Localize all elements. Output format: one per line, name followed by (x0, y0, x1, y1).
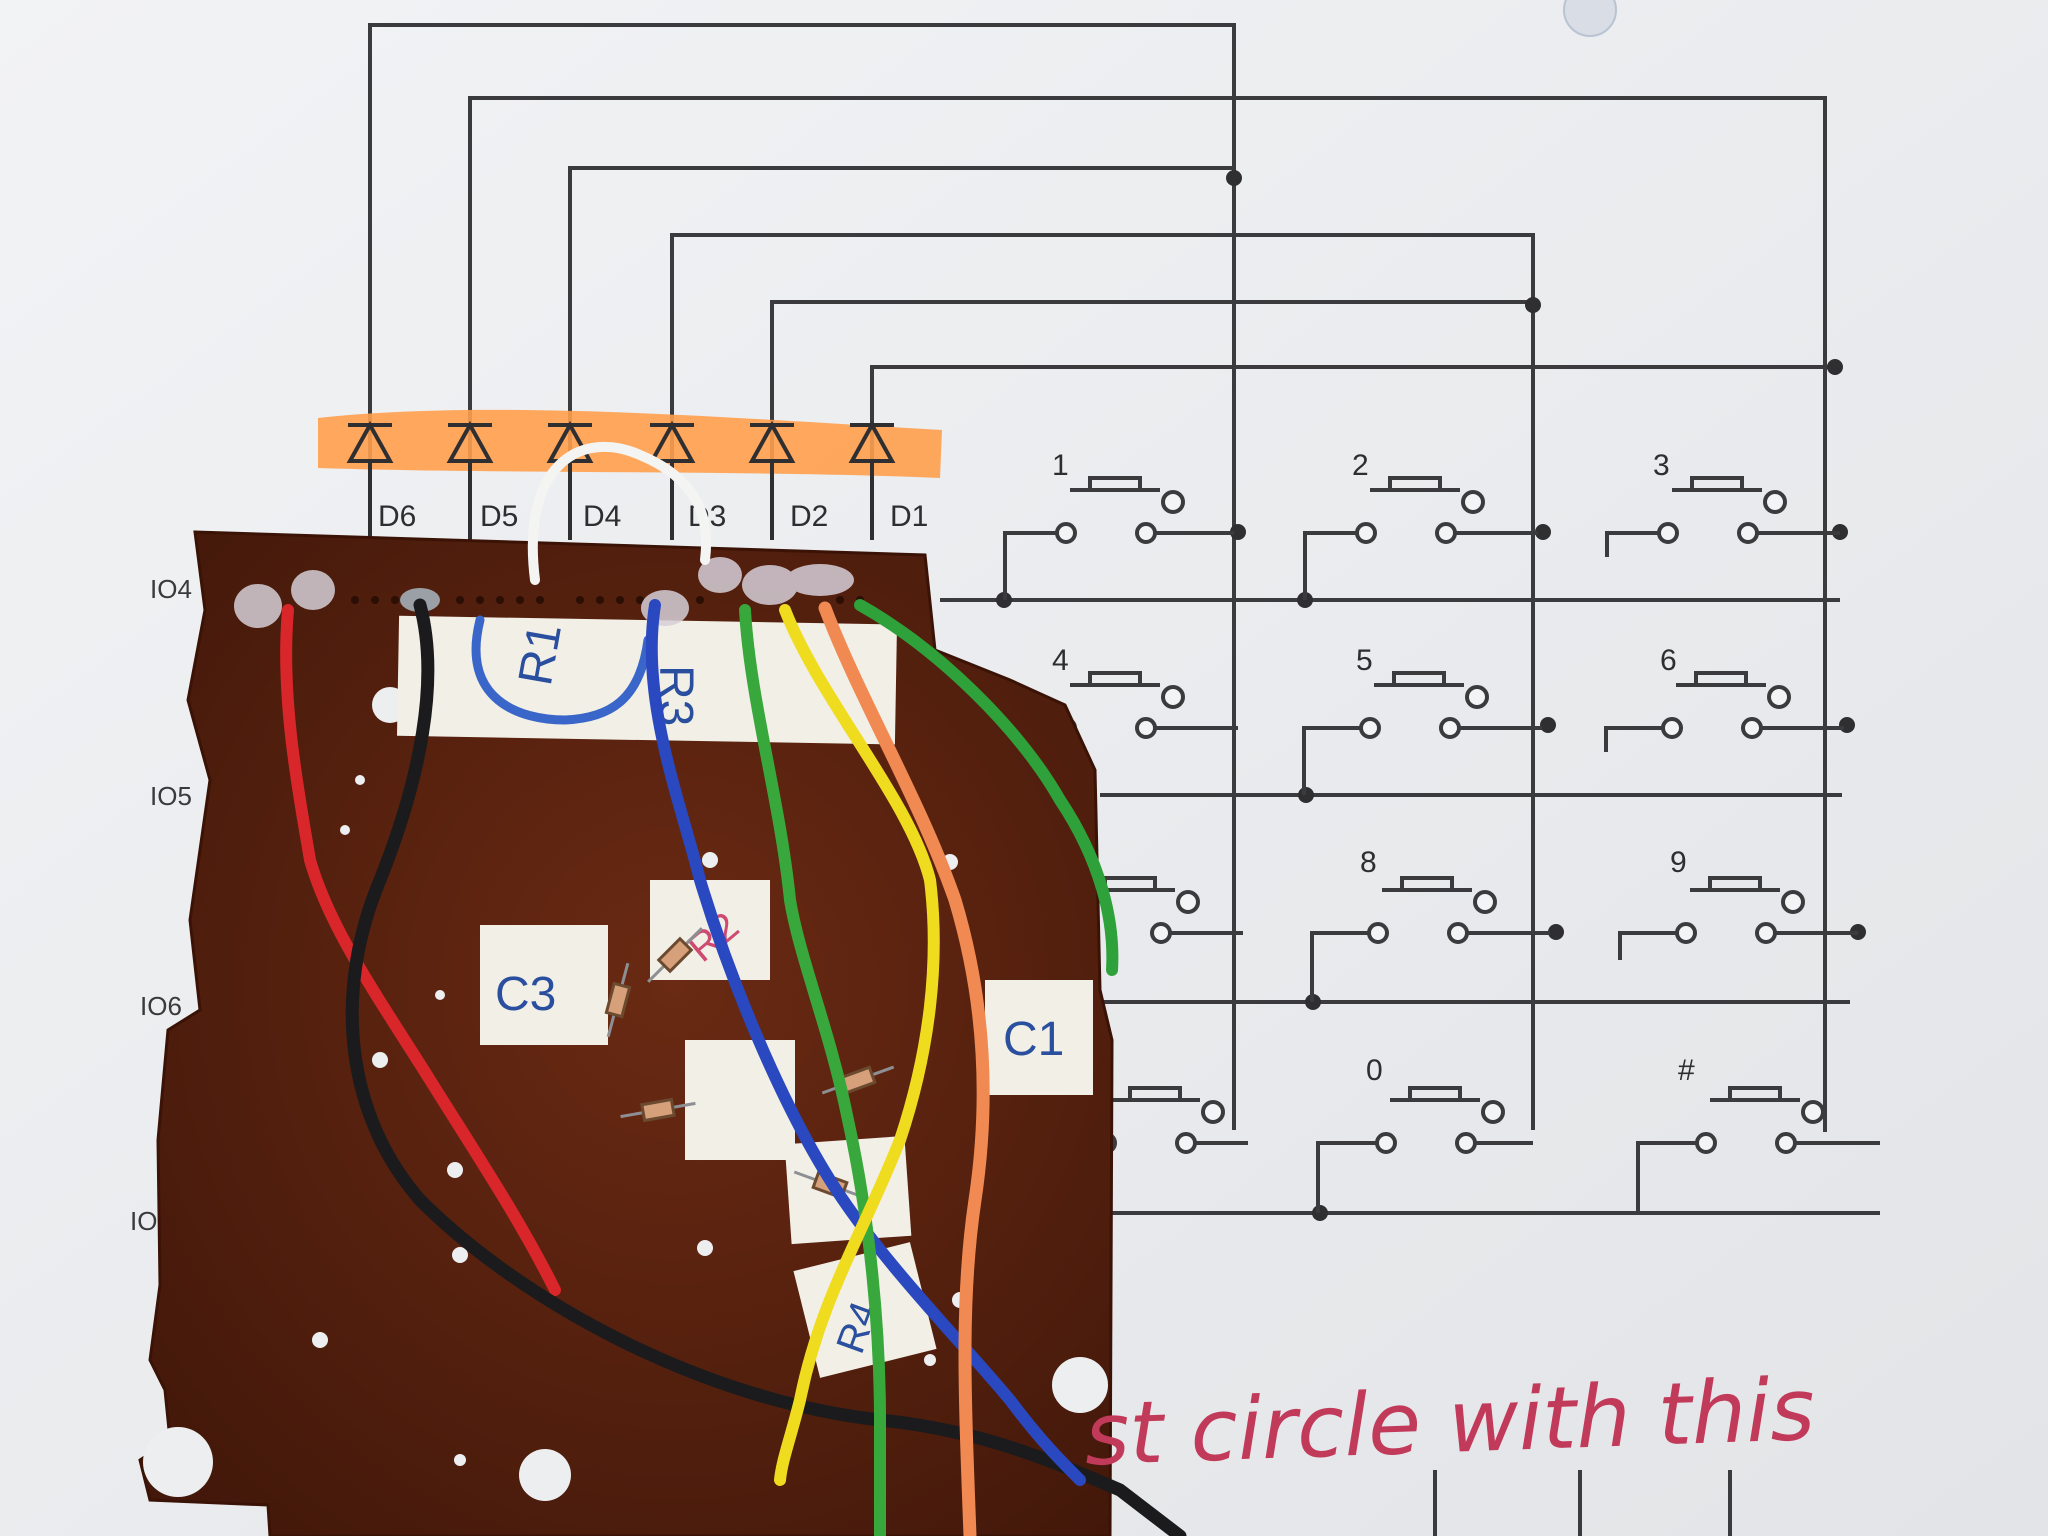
pcb-label-r1: R1 (509, 620, 572, 690)
d6-trace (368, 23, 1236, 1130)
pcb-mount-hole (143, 1427, 213, 1497)
junction-dots (996, 170, 1866, 1221)
diode-labels: D6 D5 D4 D3 D2 D1 (378, 500, 928, 533)
wire-bundle (280, 441, 1187, 1536)
d5-trace (468, 96, 1827, 1132)
key-label-2: 2 (1352, 449, 1369, 482)
corner-logo (1563, 0, 1617, 37)
wire-yellow (774, 604, 940, 1486)
wire-orange (818, 601, 990, 1536)
wire-black (345, 598, 1187, 1536)
wire-blue-short (471, 615, 653, 725)
diode-label-d5: D5 (480, 500, 518, 533)
pcb-holes (312, 687, 1108, 1501)
wire-blue (645, 599, 1086, 1486)
diode-label-d2: D2 (790, 500, 828, 533)
key-label-6: 6 (1660, 644, 1677, 677)
diode-label-d6: D6 (378, 500, 416, 533)
wire-green-left (739, 604, 886, 1536)
glue-blobs (234, 557, 854, 628)
wire-green-right (854, 599, 1119, 976)
label-c3 (480, 925, 608, 1045)
key-label-3: 3 (1653, 449, 1670, 482)
wire-white (527, 441, 712, 585)
key-label-hash: # (1678, 1054, 1695, 1087)
io-labels: IO4 IO5 IO6 IO (130, 574, 192, 1236)
pcb-label-c3: C3 (495, 968, 556, 1021)
label-c1 (985, 980, 1093, 1095)
diode-label-d4: D4 (583, 500, 621, 533)
bottom-traces (1433, 1470, 1732, 1536)
pcb-label-c1: C1 (1003, 1013, 1064, 1066)
d3-trace (670, 233, 1535, 1130)
io-label-4: IO4 (150, 574, 192, 604)
key-label-8: 8 (1360, 846, 1377, 879)
io-label-6: IO6 (140, 991, 182, 1021)
pcb-top-holes (351, 596, 864, 604)
diode-label-d1: D1 (890, 500, 928, 533)
key-label-5: 5 (1356, 644, 1373, 677)
key-label-4: 4 (1052, 644, 1069, 677)
key-label-1: 1 (1052, 449, 1069, 482)
key-label-9: 9 (1670, 846, 1687, 879)
io-label-5: IO5 (150, 781, 192, 811)
key-labels: 1 2 3 4 5 6 8 9 0 # (1052, 449, 1695, 1087)
key-label-0: 0 (1366, 1054, 1383, 1087)
label-small-middle (685, 1040, 795, 1160)
io-label-7: IO (130, 1206, 157, 1236)
